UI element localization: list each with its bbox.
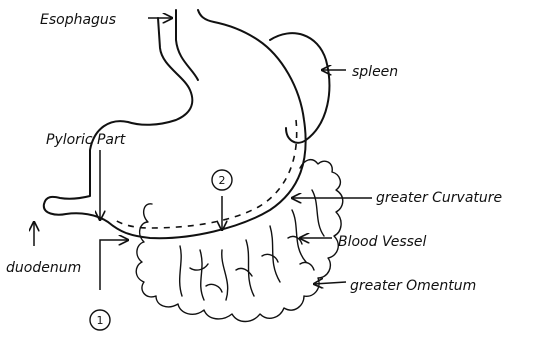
stomach-outline	[44, 10, 306, 238]
marker-2-text: 2	[219, 174, 226, 187]
blood-vessels	[180, 190, 324, 300]
greater-omentum-shape	[136, 160, 343, 322]
greater-curvature-label: greater Curvature	[376, 190, 502, 206]
esophagus-shape	[176, 10, 198, 80]
marker-1-text: 1	[97, 314, 104, 327]
duodenum-label: duodenum	[6, 260, 81, 276]
spleen-label: spleen	[352, 64, 398, 80]
spleen-shape	[270, 33, 329, 143]
pyloric-part-label: Pyloric Part	[46, 132, 126, 148]
blood-vessel-label: Blood Vessel	[338, 234, 427, 250]
greater-omentum-label: greater Omentum	[350, 278, 476, 294]
marker-1-arrow	[100, 240, 128, 290]
esophagus-label: Esophagus	[40, 12, 116, 28]
curvature-dashed-line	[112, 120, 297, 228]
